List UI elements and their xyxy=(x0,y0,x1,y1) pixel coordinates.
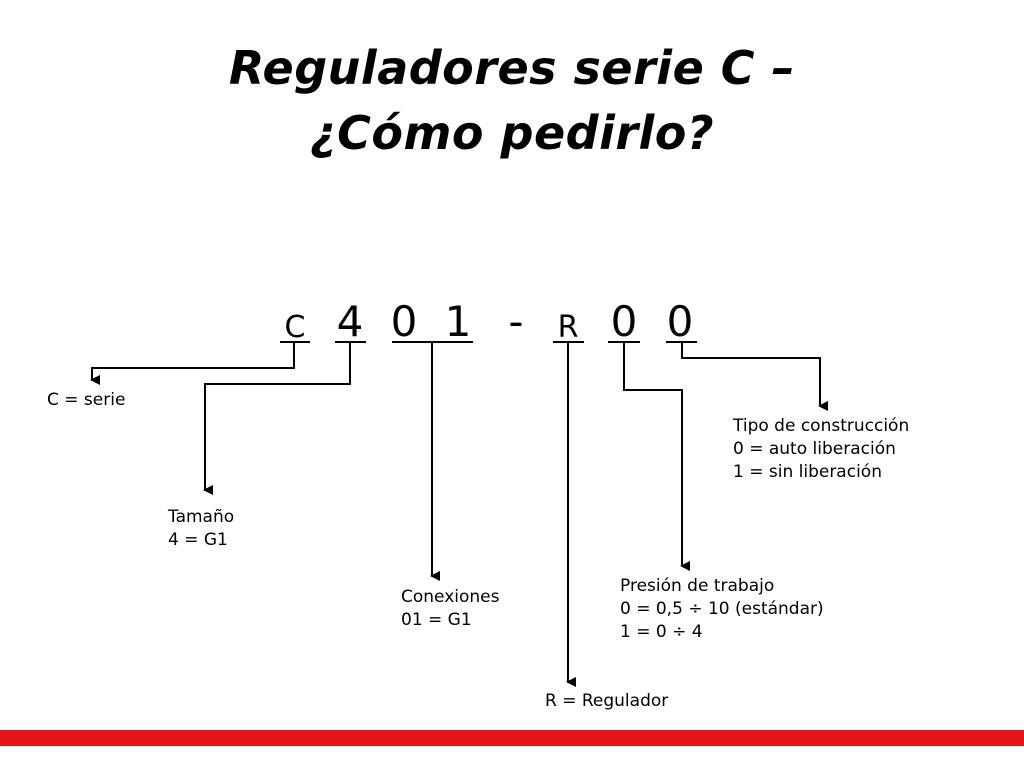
code-char-c: C xyxy=(284,310,306,345)
label-regulador: R = Regulador xyxy=(545,691,669,711)
code-char-dash: - xyxy=(508,297,524,346)
connector-presion xyxy=(623,342,690,571)
code-char-size: 4 xyxy=(336,297,364,346)
label-tipo-line2: 1 = sin liberación xyxy=(733,462,882,482)
label-tamano-title: Tamaño xyxy=(168,507,235,527)
connector-tamano xyxy=(203,342,351,495)
code-char-construction: 0 xyxy=(666,297,694,346)
connector-serie xyxy=(90,342,295,385)
code-char-conn-2: 1 xyxy=(444,297,472,346)
label-conexiones-title: Conexiones xyxy=(401,587,500,607)
label-conexiones-value: 01 = G1 xyxy=(401,610,472,630)
label-serie: C = serie xyxy=(47,390,126,410)
label-presion-line1: 0 = 0,5 ÷ 10 (estándar) xyxy=(620,599,824,619)
code-char-r: R xyxy=(557,310,579,345)
label-tipo-line1: 0 = auto liberación xyxy=(733,439,896,459)
code-char-pressure: 0 xyxy=(610,297,638,346)
label-tipo-title: Tipo de construcción xyxy=(733,416,910,436)
slide-title-line-1: Reguladores serie C – xyxy=(228,41,796,95)
label-presion-line2: 1 = 0 ÷ 4 xyxy=(620,622,703,642)
code-char-conn-1: 0 xyxy=(390,297,418,346)
slide-title-line-2: ¿Cómo pedirlo? xyxy=(309,106,715,160)
label-presion-title: Presión de trabajo xyxy=(620,576,775,596)
label-tamano-value: 4 = G1 xyxy=(168,530,228,550)
connector-tipo xyxy=(681,342,828,411)
footer-accent-bar xyxy=(0,730,1024,746)
